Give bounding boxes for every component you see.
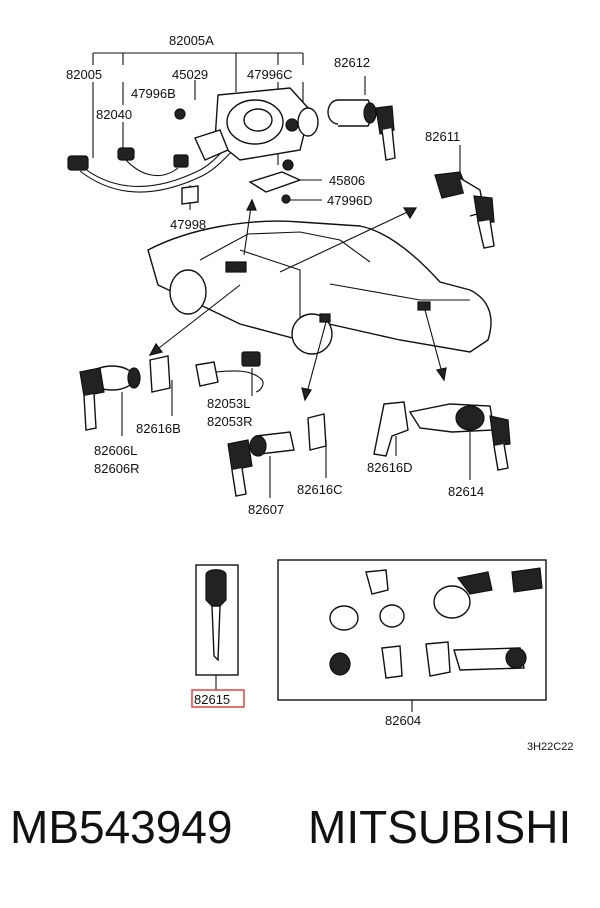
brand-name: MITSUBISHI xyxy=(308,801,572,853)
label-47996D: 47996D xyxy=(327,193,373,208)
label-82040: 82040 xyxy=(96,107,132,122)
bracket-45806 xyxy=(181,171,302,205)
label-82005: 82005 xyxy=(66,67,102,82)
lock-cylinder-exploded-diagram: 82005A 82005 45029 47996C 82612 47996B 8… xyxy=(66,33,573,753)
part-82615-key xyxy=(191,564,245,708)
label-82614: 82614 xyxy=(448,484,484,499)
part-82607-lock-cylinder xyxy=(227,413,327,498)
label-82616C: 82616C xyxy=(297,482,343,497)
footer: MB543949 MITSUBISHI xyxy=(0,800,600,880)
label-82053L: 82053L xyxy=(207,396,250,411)
part-82053-switch xyxy=(195,351,264,396)
sedan-car-outline xyxy=(147,220,492,355)
label-82604: 82604 xyxy=(385,713,421,728)
part-82611-lock-cylinder xyxy=(434,171,495,249)
label-82616B: 82616B xyxy=(136,421,181,436)
part-82604-lock-kit xyxy=(277,559,547,712)
label-82612: 82612 xyxy=(334,55,370,70)
label-45806: 45806 xyxy=(329,173,365,188)
label-82606R: 82606R xyxy=(94,461,140,476)
label-82005A: 82005A xyxy=(169,33,214,48)
part-82614-trunk-lock xyxy=(373,401,511,480)
label-82606L: 82606L xyxy=(94,443,137,458)
highlight-box-82615 xyxy=(191,689,245,708)
label-47996C: 47996C xyxy=(247,67,293,82)
label-82616D: 82616D xyxy=(367,460,413,475)
part-82612-ignition-cylinder xyxy=(327,99,396,161)
label-45029: 45029 xyxy=(172,67,208,82)
part-82606-door-lock xyxy=(79,355,173,436)
label-82053R: 82053R xyxy=(207,414,253,429)
part-number: MB543949 xyxy=(10,801,233,853)
label-47998: 47998 xyxy=(170,217,206,232)
label-82607: 82607 xyxy=(248,502,284,517)
part-labels: 82005A 82005 45029 47996C 82612 47996B 8… xyxy=(66,33,573,753)
door-lock-switch-assembly xyxy=(174,87,319,171)
label-47996B: 47996B xyxy=(131,86,176,101)
diagram-code: 3H22C22 xyxy=(527,741,573,753)
wiring-harness-82005 xyxy=(67,141,237,193)
arrows xyxy=(148,198,447,402)
label-82615: 82615 xyxy=(194,692,230,707)
label-82611: 82611 xyxy=(425,129,460,144)
